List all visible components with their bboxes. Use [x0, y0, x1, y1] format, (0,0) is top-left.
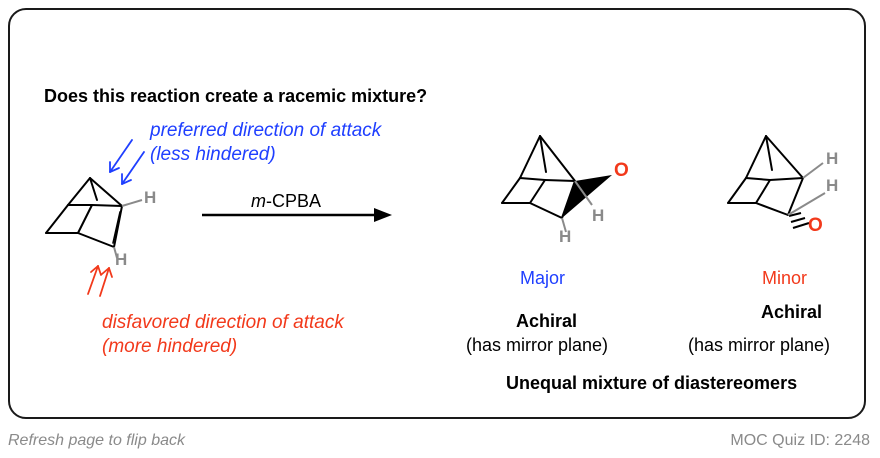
refresh-hint[interactable]: Refresh page to flip back	[8, 432, 185, 449]
reaction-arrow	[202, 208, 392, 222]
minor-chirality: Achiral	[761, 302, 823, 322]
h-atom-label: H	[592, 206, 605, 225]
norbornene-h-bonds	[113, 199, 143, 259]
major-chirality: Achiral	[516, 311, 578, 331]
major-h-bonds	[561, 180, 593, 233]
preferred-attack-sublabel: (less hindered)	[150, 144, 276, 165]
major-label: Major	[520, 268, 566, 288]
disfavored-attack-label: disfavored direction of attack	[102, 312, 344, 333]
o-atom-label: O	[614, 160, 629, 181]
reagent-label: m-CPBA	[251, 191, 321, 212]
disfavored-attack-arrows	[87, 265, 113, 297]
reagent-prefix: m	[251, 191, 266, 211]
norbornene-structure	[45, 177, 123, 248]
quiz-card	[8, 8, 866, 419]
o-atom-label: O	[808, 215, 823, 236]
minor-mirror-note: (has mirror plane)	[688, 335, 831, 355]
quiz-id: MOC Quiz ID: 2248	[730, 432, 870, 449]
preferred-attack-arrows	[109, 139, 145, 185]
conclusion-text: Unequal mixture of diastereomers	[506, 373, 798, 393]
disfavored-attack-sublabel: (more hindered)	[102, 336, 238, 357]
major-product-structure	[501, 135, 576, 219]
question-text: Does this reaction create a racemic mixt…	[44, 86, 428, 106]
minor-label: Minor	[762, 268, 808, 288]
minor-epoxide-hash	[788, 212, 810, 229]
minor-h-bonds	[787, 162, 826, 216]
h-atom-label: H	[826, 176, 839, 195]
preferred-attack-label: preferred direction of attack	[150, 120, 382, 141]
minor-product-structure	[727, 135, 804, 216]
reagent-name: -CPBA	[266, 191, 322, 211]
h-atom-label: H	[559, 227, 572, 246]
h-atom-label: H	[115, 250, 128, 269]
h-atom-label: H	[826, 149, 839, 168]
major-mirror-note: (has mirror plane)	[466, 335, 609, 355]
h-atom-label: H	[144, 188, 157, 207]
